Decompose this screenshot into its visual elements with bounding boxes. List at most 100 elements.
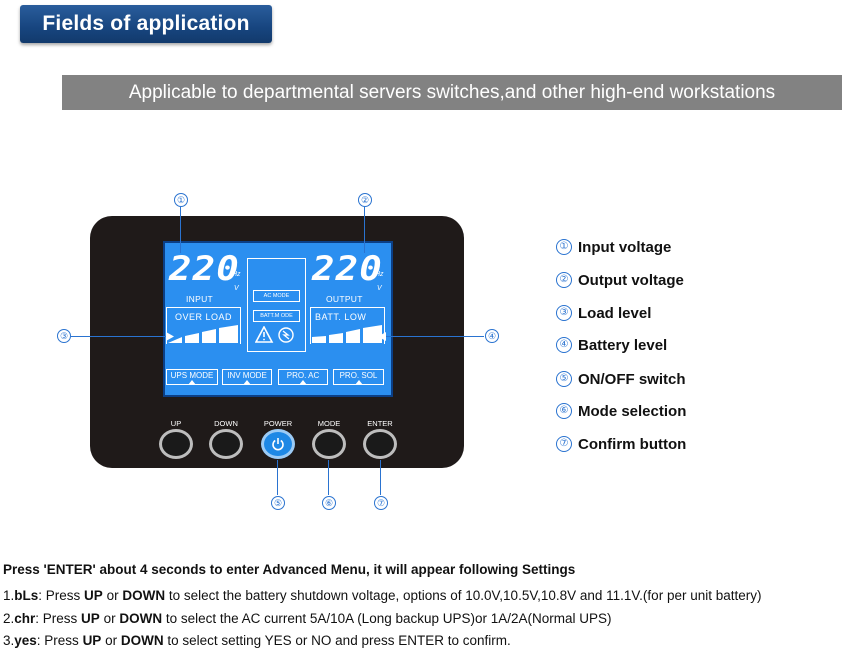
- legend-label: Mode selection: [578, 402, 687, 420]
- page-title: Fields of application: [42, 12, 250, 35]
- callout-4-line: [381, 336, 484, 337]
- legend-number: ④: [556, 337, 572, 353]
- legend-item-input-voltage: ① Input voltage: [556, 237, 671, 257]
- legend-number: ①: [556, 239, 572, 255]
- menu-item-text: to select the AC current 5A/10A (Long ba…: [162, 611, 612, 626]
- menu-item-number: 1.: [3, 588, 15, 603]
- input-label: INPUT: [186, 294, 213, 304]
- pro-ac-text: PRO. AC: [286, 371, 320, 380]
- legend-label: Load level: [578, 304, 652, 322]
- pro-sol-text: PRO. SOL: [339, 371, 378, 380]
- legend-number: ②: [556, 272, 572, 288]
- down-button-label: DOWN: [214, 419, 238, 428]
- legend-label: Battery level: [578, 336, 668, 354]
- application-banner-text: Applicable to departmental servers switc…: [128, 81, 776, 103]
- menu-item-sep: : Press: [38, 588, 85, 603]
- ups-mode-label: UPS MODE: [166, 369, 218, 385]
- mode-button[interactable]: [312, 429, 346, 459]
- callout-4: ④: [485, 329, 499, 343]
- battery-level-bars: [312, 325, 382, 343]
- power-icon: [272, 438, 284, 451]
- legend-item-battery-level: ④ Battery level: [556, 335, 667, 355]
- enter-button-label: ENTER: [367, 419, 393, 428]
- pro-sol-label: PRO. SOL: [333, 369, 384, 385]
- menu-item-up: UP: [81, 611, 100, 626]
- callout-2: ②: [358, 193, 372, 207]
- output-label: OUTPUT: [326, 294, 363, 304]
- advanced-menu-title: Press 'ENTER' about 4 seconds to enter A…: [3, 562, 576, 577]
- menu-item-down: DOWN: [120, 633, 164, 648]
- callout-6-line: [328, 460, 329, 495]
- menu-item-up: UP: [84, 588, 103, 603]
- legend-label: ON/OFF switch: [578, 370, 686, 388]
- up-button[interactable]: [159, 429, 193, 459]
- menu-item-code: yes: [14, 633, 37, 648]
- menu-item-yes: 3.yes: Press UP or DOWN to select settin…: [3, 633, 511, 648]
- menu-item-up: UP: [82, 633, 102, 648]
- input-v-unit: V: [234, 285, 239, 292]
- down-button[interactable]: [209, 429, 243, 459]
- menu-item-number: 3.: [3, 633, 15, 648]
- legend-number: ③: [556, 305, 572, 321]
- callout-5-line: [277, 460, 278, 495]
- menu-item-text: to select the battery shutdown voltage, …: [165, 588, 762, 603]
- legend-label: Output voltage: [578, 271, 684, 289]
- callout-7-line: [380, 460, 381, 495]
- legend-number: ⑦: [556, 436, 572, 452]
- status-frame: [247, 258, 306, 352]
- legend-item-on-off-switch: ⑤ ON/OFF switch: [556, 369, 686, 389]
- power-button[interactable]: [261, 429, 295, 459]
- legend-item-confirm-button: ⑦ Confirm button: [556, 434, 686, 454]
- callout-1: ①: [174, 193, 188, 207]
- pro-ac-label: PRO. AC: [278, 369, 328, 385]
- legend-item-output-voltage: ② Output voltage: [556, 270, 684, 290]
- output-hz-unit: Hz: [375, 271, 384, 278]
- callout-1-line: [180, 207, 181, 253]
- callout-2-line: [364, 207, 365, 253]
- menu-item-or: or: [102, 588, 123, 603]
- menu-item-chr: 2.chr: Press UP or DOWN to select the AC…: [3, 611, 612, 626]
- battery-level-frame: [310, 307, 385, 344]
- input-voltage-readout: 220: [169, 249, 240, 289]
- inv-mode-label: INV MODE: [222, 369, 272, 385]
- menu-item-code: bLs: [14, 588, 39, 603]
- legend-item-load-level: ③ Load level: [556, 303, 651, 323]
- load-level-bars: [168, 325, 238, 343]
- callout-6: ⑥: [322, 496, 336, 510]
- legend-number: ⑤: [556, 371, 572, 387]
- ups-mode-text: UPS MODE: [170, 371, 214, 380]
- legend-item-mode-selection: ⑥ Mode selection: [556, 401, 686, 421]
- output-voltage-readout: 220: [312, 249, 383, 289]
- load-level-frame: [166, 307, 241, 344]
- page-title-badge: Fields of application: [20, 5, 272, 43]
- callout-7: ⑦: [374, 496, 388, 510]
- batt-mode-indicator: BATT.M ODE: [253, 310, 300, 322]
- power-button-label: POWER: [263, 419, 293, 428]
- inv-mode-text: INV MODE: [227, 371, 267, 380]
- legend-label: Confirm button: [578, 435, 687, 453]
- callout-3-line: [71, 336, 172, 337]
- up-button-label: UP: [170, 419, 182, 428]
- ac-mode-indicator: AC MODE: [253, 290, 300, 302]
- menu-item-down: DOWN: [119, 611, 163, 626]
- enter-button[interactable]: [363, 429, 397, 459]
- batt-low-label: BATT. LOW: [315, 312, 367, 322]
- callout-5: ⑤: [271, 496, 285, 510]
- callout-4-arrow-icon: [378, 332, 386, 341]
- menu-item-number: 2.: [3, 611, 15, 626]
- output-v-unit: V: [377, 285, 382, 292]
- menu-item-or: or: [99, 611, 120, 626]
- legend-number: ⑥: [556, 403, 572, 419]
- menu-item-sep: : Press: [35, 611, 82, 626]
- menu-item-code: chr: [14, 611, 36, 626]
- warning-fault-icon: [255, 326, 294, 343]
- over-load-label: OVER LOAD: [175, 312, 233, 322]
- menu-item-sep: : Press: [36, 633, 83, 648]
- menu-item-text: to select setting YES or NO and press EN…: [163, 633, 511, 648]
- menu-item-bls: 1.bLs: Press UP or DOWN to select the ba…: [3, 588, 761, 603]
- callout-3-arrow-icon: [166, 332, 174, 341]
- legend-label: Input voltage: [578, 238, 672, 256]
- menu-item-or: or: [101, 633, 121, 648]
- mode-button-label: MODE: [317, 419, 341, 428]
- callout-3: ③: [57, 329, 71, 343]
